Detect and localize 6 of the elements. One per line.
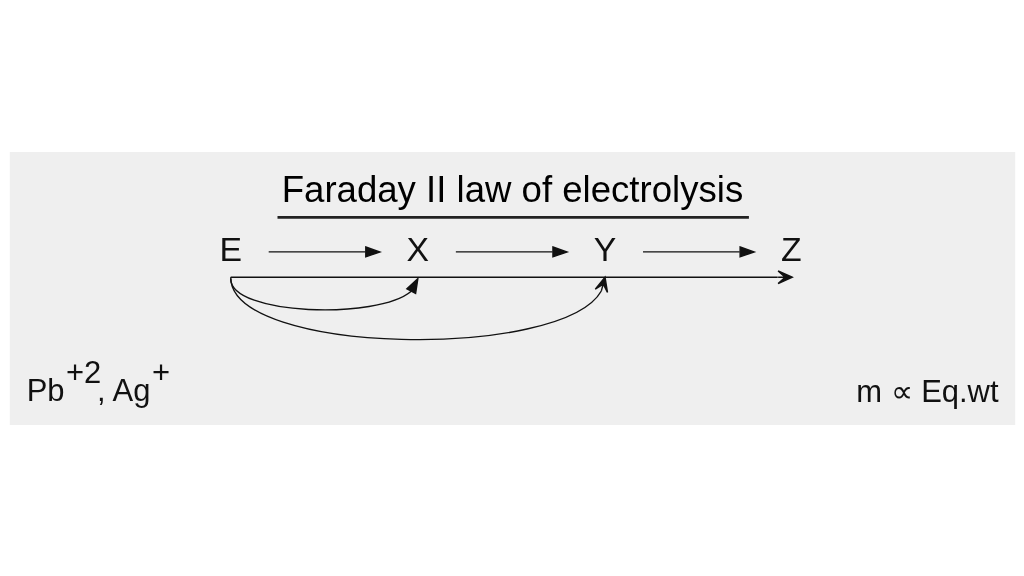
node-text: E [218,229,242,268]
node-text: Z [780,229,802,268]
node-text: X [406,229,429,268]
label: m ∝ Eq.wt [855,373,999,409]
diagram-title: Faraday II law of electrolysis [281,168,743,210]
node-text: Y [593,229,616,268]
